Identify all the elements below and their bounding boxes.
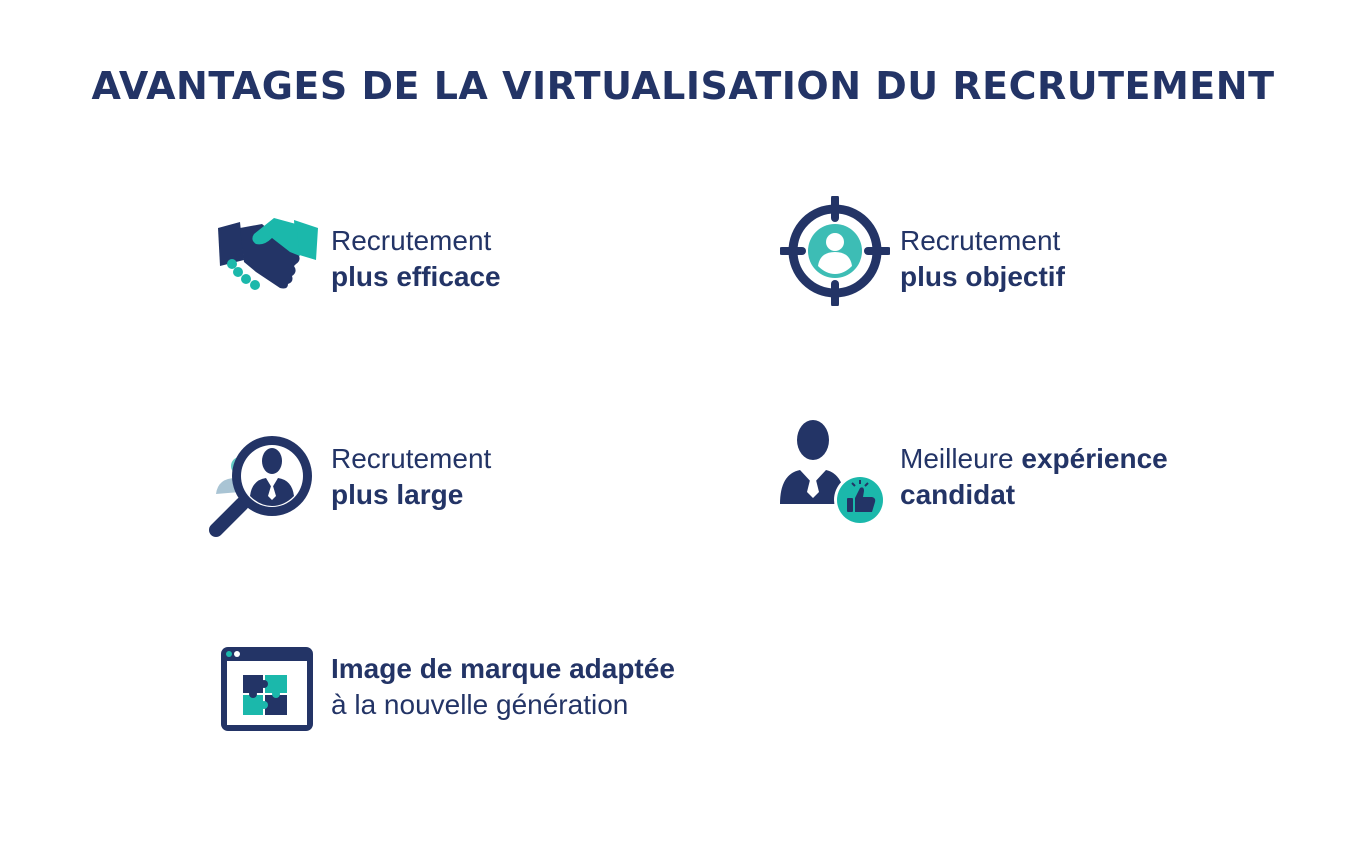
benefit-label-line1: Image de marque adaptée [331,653,675,684]
target-person-icon [780,196,890,306]
benefit-label-line1: Recrutement [331,443,492,474]
benefit-label-line1-bold: expérience [1021,443,1168,474]
browser-puzzle-icon [221,647,313,731]
benefit-label: Recrutement plus objectif [900,223,1065,295]
benefit-label-line2: candidat [900,479,1016,510]
benefit-label: Image de marque adaptée à la nouvelle gé… [331,651,675,723]
benefit-label-line2: plus objectif [900,261,1065,292]
person-thumbs-up-icon [780,420,886,526]
benefit-label-line1: Recrutement [900,225,1061,256]
benefit-label-line1-regular: Meilleure [900,443,1022,474]
benefit-label-line2: à la nouvelle génération [331,689,629,720]
magnifier-person-icon [209,436,312,537]
benefit-label-line2: plus efficace [331,261,501,292]
benefit-label-line2: plus large [331,479,464,510]
benefit-label: Recrutement plus efficace [331,223,501,295]
handshake-icon [218,218,318,290]
benefit-label: Meilleure expérience candidat [900,441,1168,513]
benefit-label-line1: Recrutement [331,225,492,256]
page-title: AVANTAGES DE LA VIRTUALISATION DU RECRUT… [91,64,1275,108]
benefit-label: Recrutement plus large [331,441,491,513]
